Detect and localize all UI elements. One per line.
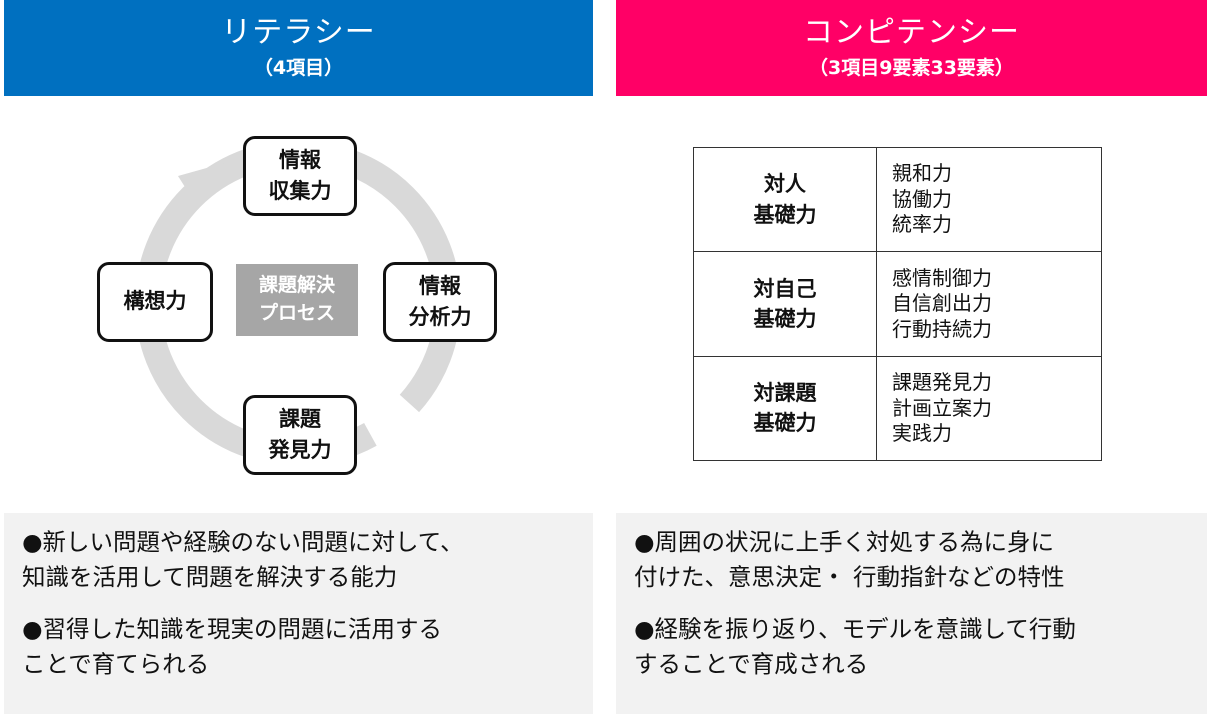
table-row: 対自己 基礎力 感情制御力 自信創出力 行動持続力 — [693, 251, 1102, 357]
competency-title: コンピテンシー — [803, 15, 1020, 50]
table-row: 対人 基礎力 親和力 協働力 統率力 — [693, 146, 1102, 253]
competency-category: 対人 基礎力 — [693, 146, 877, 253]
literacy-title: リテラシー — [221, 15, 376, 50]
competency-subtitle: （3項目9要素33要素） — [809, 57, 1014, 79]
literacy-desc-point-1: ●新しい問題や経験のない問題に対して、 知識を活用して問題を解決する能力 — [22, 528, 464, 592]
competency-elements: 親和力 協働力 統率力 — [876, 146, 1102, 253]
competency-category: 対自己 基礎力 — [693, 251, 877, 357]
competency-category: 対課題 基礎力 — [693, 355, 877, 462]
literacy-subtitle: （4項目） — [253, 57, 344, 79]
competency-header: コンピテンシー （3項目9要素33要素） — [616, 0, 1207, 96]
problem-solving-process-label: 課題解決 プロセス — [236, 264, 358, 336]
cycle-node-info-gathering: 情報 収集力 — [243, 136, 357, 216]
competency-desc-point-1: ●周囲の状況に上手く対処する為に身に 付けた、意思決定・ 行動指針などの特性 — [634, 528, 1065, 592]
competency-table: 対人 基礎力 親和力 協働力 統率力 対自己 基礎力 感情制御力 自信創出力 行… — [693, 146, 1102, 462]
cycle-arrow-head-icon — [178, 162, 228, 206]
competency-desc-point-2: ●経験を振り返り、モデルを意識して行動 することで育成される — [634, 614, 1076, 678]
literacy-desc-point-2: ●習得した知識を現実の問題に活用する ことで育てられる — [22, 614, 443, 678]
literacy-description: ●新しい問題や経験のない問題に対して、 知識を活用して問題を解決する能力 ●習得… — [4, 513, 593, 714]
table-row: 対課題 基礎力 課題発見力 計画立案力 実践力 — [693, 355, 1102, 462]
competency-elements: 感情制御力 自信創出力 行動持続力 — [876, 251, 1102, 357]
cycle-node-conception: 構想力 — [97, 262, 213, 342]
competency-elements: 課題発見力 計画立案力 実践力 — [876, 355, 1102, 462]
competency-description: ●周囲の状況に上手く対処する為に身に 付けた、意思決定・ 行動指針などの特性 ●… — [616, 513, 1207, 714]
cycle-node-problem-finding: 課題 発見力 — [243, 395, 357, 475]
cycle-node-info-analysis: 情報 分析力 — [383, 262, 497, 342]
literacy-header: リテラシー （4項目） — [4, 0, 593, 96]
